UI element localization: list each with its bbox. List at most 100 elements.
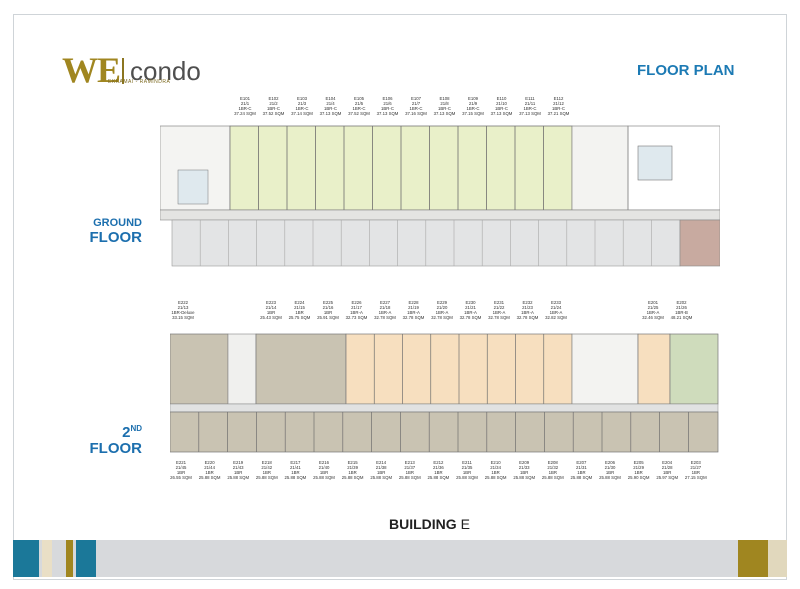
footer-gold-stripe [66, 540, 73, 577]
unit-area: 25.43 SQM [260, 315, 282, 321]
unit-type: 21/40 [318, 465, 330, 471]
unit-type: 21/10 [496, 101, 507, 107]
unit-code: E220 [204, 460, 215, 465]
unit-code: E106 [382, 96, 393, 101]
unit-area: 37.15 SQM [462, 111, 484, 117]
unit-code: E230 [465, 300, 476, 305]
unit-code: E102 [268, 96, 279, 101]
unit-beds: 1BR-A [435, 310, 449, 316]
unit-type: 21/44 [204, 465, 215, 471]
unit-beds: 1BR [262, 470, 271, 476]
unit-area: 32.82 SQM [545, 315, 567, 321]
unit-type: 21/45 [175, 465, 187, 471]
unit-beds: 1BR [491, 470, 500, 476]
unit-area: 32.78 SQM [402, 315, 425, 321]
unit-type: 21/23 [522, 305, 533, 311]
unit-beds: 1BR-C [295, 106, 309, 112]
page-title: FLOOR PLAN [637, 62, 735, 79]
building-prefix: BUILDING [389, 516, 457, 532]
unit-beds: 1BR [605, 470, 615, 476]
second-bottom-units [170, 411, 719, 453]
second-taupe-block-mid [255, 333, 347, 405]
unit-code: E205 [633, 460, 644, 465]
second-floor-suffix: ND [130, 424, 142, 433]
unit-beds: 1BR [434, 470, 443, 476]
unit-area: 37.14 SQM [291, 111, 313, 117]
building-letter: E [460, 516, 470, 532]
unit-area: 25.91 SQM [317, 315, 339, 321]
logo-subtitle: EKKAMAI - RAMINDRA [108, 79, 171, 85]
unit-area: 37.21 SQM [547, 111, 570, 117]
unit-code: E201 [647, 300, 659, 305]
unit-area: 25.88 SQM [484, 475, 507, 481]
unit-area: 32.46 SQM [642, 315, 664, 321]
unit-type: 21/36 [433, 465, 444, 471]
unit-type: 21/1 [240, 101, 250, 107]
unit-beds: 1BR [663, 470, 672, 476]
unit-area: 27.15 SQM [684, 475, 707, 481]
logo-we-mark: WE [62, 50, 121, 90]
unit-type: 21/4 [326, 101, 335, 107]
unit-beds: 1BR [291, 470, 300, 476]
unit-type: 21/17 [351, 305, 362, 311]
unit-code: E227 [379, 300, 391, 305]
unit-area: 25.88 SQM [570, 475, 593, 481]
ground-ramp [679, 219, 720, 267]
unit-code: E105 [353, 96, 365, 101]
unit-code: E217 [290, 460, 301, 465]
second-void [227, 333, 257, 405]
unit-beds: 1BR [405, 470, 414, 476]
unit-area: 37.13 SQM [319, 111, 342, 117]
unit-type: 21/15 [294, 305, 305, 311]
unit-type: 21/8 [440, 101, 449, 107]
unit-area: 25.97 SQM [656, 475, 679, 481]
unit-code: E225 [322, 300, 334, 305]
unit-type: 21/9 [468, 101, 478, 107]
unit-area: 32.78 SQM [431, 315, 453, 321]
unit-type: 21/26 [676, 305, 687, 311]
second-stair-core [571, 333, 639, 405]
footer-grey-band [13, 540, 787, 577]
unit-beds: 1BR [377, 470, 386, 476]
ground-lift-room [637, 145, 673, 181]
ground-corridor [160, 209, 720, 221]
unit-beds: 1BR-A [492, 310, 506, 316]
unit-code: E221 [175, 460, 187, 465]
second-floor-plan [170, 333, 719, 453]
second-sage-block [669, 333, 719, 405]
unit-beds: 1BR [176, 470, 186, 476]
unit-beds: 1BR-A [521, 310, 534, 316]
unit-beds: 1BR-A [646, 310, 660, 316]
unit-beds: 1BR [348, 470, 357, 476]
unit-type: 21/35 [461, 465, 473, 471]
unit-code: E209 [519, 460, 530, 465]
unit-code: E229 [436, 300, 448, 305]
unit-type: 21/24 [550, 305, 562, 311]
unit-code: E219 [233, 460, 244, 465]
unit-beds: 1BR-A [378, 310, 392, 316]
unit-area: 25.88 SQM [599, 475, 621, 481]
logo-divider [122, 58, 125, 84]
unit-code: E203 [690, 460, 701, 465]
unit-code: E231 [493, 300, 505, 305]
